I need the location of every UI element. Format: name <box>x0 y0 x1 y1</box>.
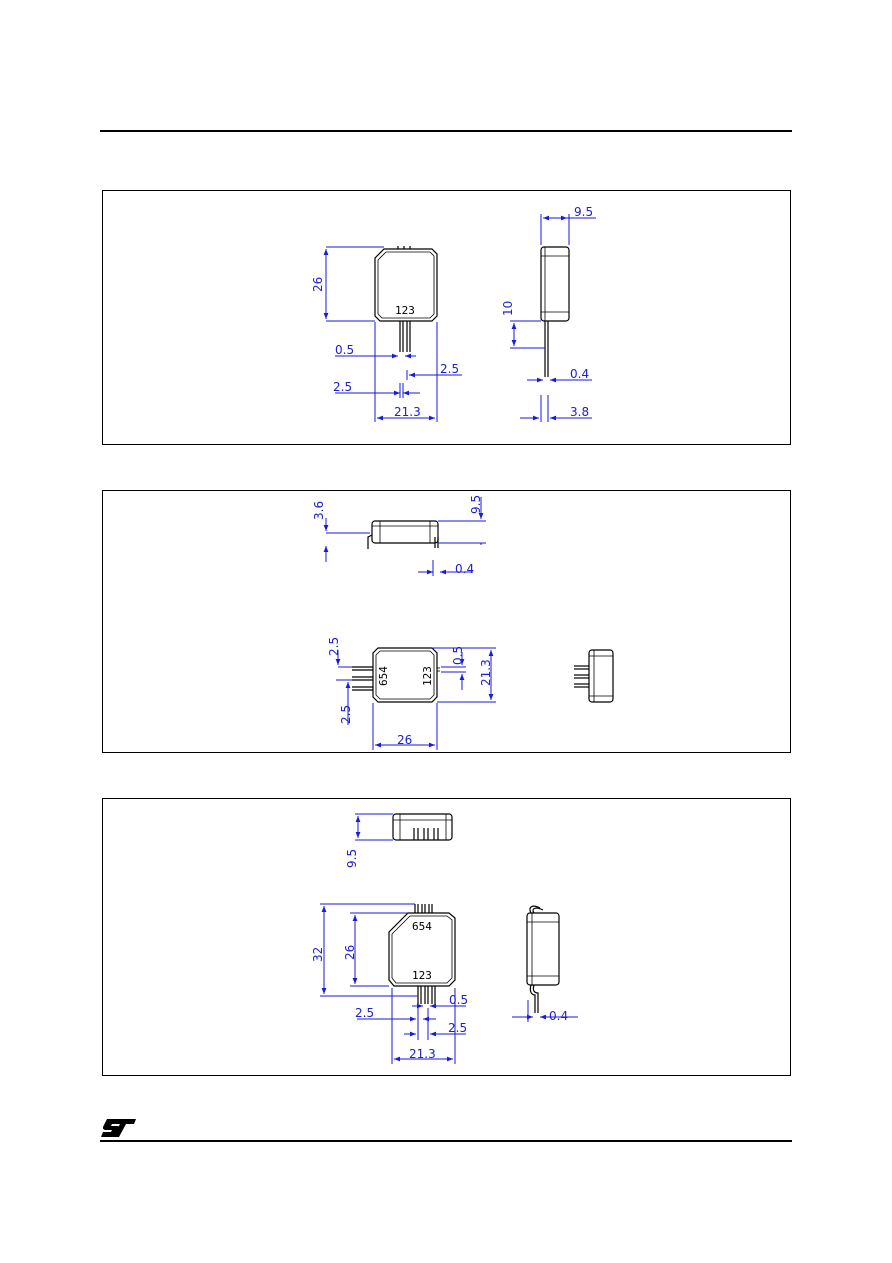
p1-side-view: 9.5 10 0.4 3.8 <box>501 205 596 422</box>
p3-front-view: 654 123 32 26 2.5 0.5 2.5 21.3 <box>311 903 468 1064</box>
p2-pin-left-label: 654 <box>377 666 390 686</box>
header-rule <box>100 130 792 132</box>
p3-overall-dim: 32 <box>311 947 325 962</box>
p1-lead-thickness-dim: 0.4 <box>570 367 589 381</box>
footer-rule <box>100 1140 792 1142</box>
p3-body-dim: 26 <box>343 945 357 960</box>
p2-side-view <box>574 649 614 703</box>
p2-pitch-bottom-dim: 2.5 <box>339 705 353 724</box>
p3-pin-width-dim: 0.5 <box>449 993 468 1007</box>
p3-pin-bottom-label: 123 <box>412 969 432 982</box>
p2-lead-dim: 0.4 <box>455 562 474 576</box>
p2-depth-dim: 9.5 <box>469 495 483 514</box>
p2-height-dim: 3.6 <box>312 501 326 520</box>
p1-front-view: 123 26 0.5 2.5 2.5 21.3 <box>311 246 462 422</box>
p1-pitch-right-dim: 2.5 <box>440 362 459 376</box>
p2-pin-right-label: 123 <box>421 666 434 686</box>
p2-pitch-top-dim: 2.5 <box>327 637 341 656</box>
p3-side-view: 0.4 <box>512 905 578 1023</box>
p1-height-dim: 26 <box>311 277 325 292</box>
p3-lead-dim: 0.4 <box>549 1009 568 1023</box>
p2-width-dim: 21.3 <box>479 659 493 686</box>
panel-vertical-mount <box>102 190 791 445</box>
p2-pin-width-dim: 0.5 <box>451 646 465 665</box>
p3-pitch-right-dim: 2.5 <box>448 1021 467 1035</box>
p1-width-dim: 21.3 <box>394 405 421 419</box>
panel-horizontal-mount <box>102 490 791 753</box>
panel-dual-row <box>102 798 791 1076</box>
p1-depth-dim: 9.5 <box>574 205 593 219</box>
p1-offset-dim: 3.8 <box>570 405 589 419</box>
p1-pin-width-dim: 0.5 <box>335 343 354 357</box>
p2-length-dim: 26 <box>397 733 412 747</box>
p1-pitch-left-dim: 2.5 <box>333 380 352 394</box>
p3-pitch-left-dim: 2.5 <box>355 1006 374 1020</box>
p3-depth-dim: 9.5 <box>345 849 359 868</box>
p3-pin-top-label: 654 <box>412 920 432 933</box>
p2-front-view: 654 123 2.5 2.5 0.5 21.3 26 <box>327 637 496 750</box>
st-logo-icon <box>101 1119 136 1137</box>
p2-top-view: 3.6 9.5 0.4 <box>312 495 486 576</box>
p3-top-view: 9.5 <box>345 813 453 868</box>
p1-lead-length-dim: 10 <box>501 301 515 316</box>
p3-width-dim: 21.3 <box>409 1047 436 1061</box>
p1-pin-label: 123 <box>395 304 415 317</box>
